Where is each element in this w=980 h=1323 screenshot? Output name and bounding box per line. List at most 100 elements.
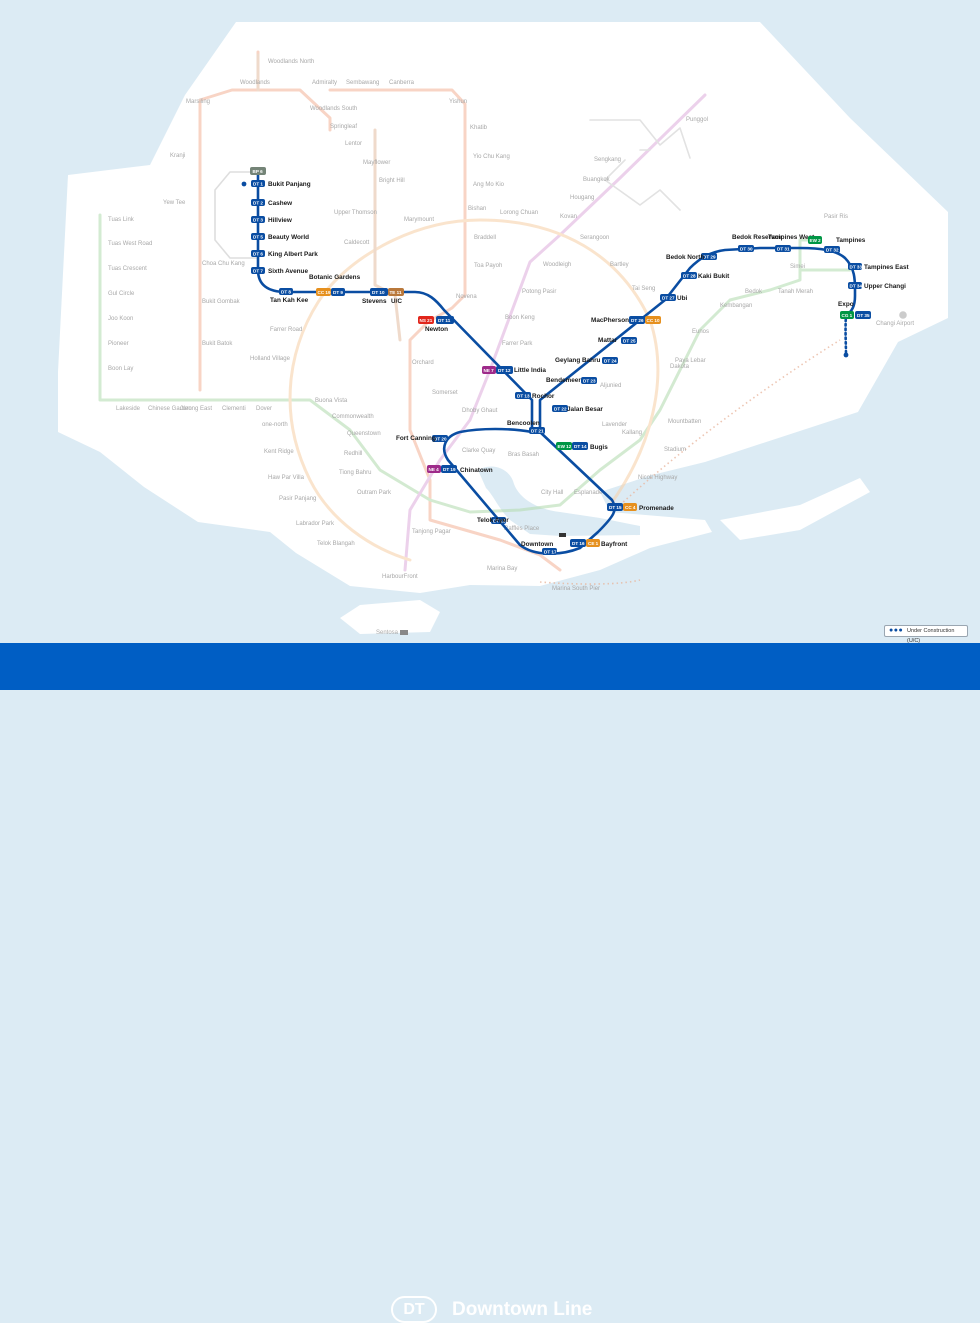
station-dt26[interactable]: DT 26 CC 10 MacPherson bbox=[591, 316, 661, 324]
station-dt24[interactable]: DT 24 Geylang Bahru bbox=[555, 357, 618, 364]
station-dt22-code: DT 22 bbox=[554, 406, 567, 411]
station-dt23[interactable]: DT 23 Bendemeer bbox=[546, 377, 597, 384]
station-dt8-code: DT 8 bbox=[281, 289, 291, 294]
label-marsiling: Marsiling bbox=[186, 99, 210, 105]
label-kovan: Kovan bbox=[560, 214, 577, 220]
station-dt15-code: DT 15 bbox=[609, 505, 622, 510]
label-marymount: Marymount bbox=[404, 217, 434, 223]
station-dt22[interactable]: DT 22 Jalan Besar bbox=[552, 405, 603, 413]
station-dt11-name: Newton bbox=[425, 326, 448, 333]
station-dt1-name: Bukit Panjang bbox=[268, 181, 311, 188]
label-labrador-park: Labrador Park bbox=[296, 521, 335, 527]
label-sentosa: Sentosa bbox=[376, 630, 399, 636]
airport-icon bbox=[899, 311, 907, 319]
label-woodlands: Woodlands bbox=[240, 80, 270, 86]
uc-dots-icon: ●●● bbox=[889, 626, 903, 636]
museum-icon bbox=[559, 533, 566, 537]
label-bishan: Bishan bbox=[468, 206, 486, 212]
station-dt3-name: Hillview bbox=[268, 217, 292, 224]
station-dt34[interactable]: DT 34 Upper Changi bbox=[848, 282, 906, 290]
station-dt33[interactable]: DT 33 Tampines East bbox=[848, 263, 910, 271]
label-nicoll-highway: Nicoll Highway bbox=[638, 475, 677, 481]
station-dt19[interactable]: NE 4 DT 19 Chinatown bbox=[427, 465, 493, 474]
station-dt33-name: Tampines East bbox=[864, 264, 910, 271]
harbour-icon bbox=[400, 630, 408, 635]
station-dt25-code: DT 25 bbox=[623, 338, 636, 343]
label-buangkok: Buangkok bbox=[583, 177, 611, 183]
station-dt6[interactable]: DT 6 King Albert Park bbox=[251, 250, 318, 258]
label-somerset: Somerset bbox=[432, 390, 458, 396]
station-dt30-code: DT 30 bbox=[740, 246, 753, 251]
station-cg1-code: CG 1 bbox=[842, 313, 853, 318]
map-legend: ●●● Under Construction (U/C) bbox=[884, 625, 968, 637]
label-changi-airport: Changi Airport bbox=[876, 321, 914, 327]
station-dt15[interactable]: DT 15 CC 4 Promenade bbox=[607, 503, 674, 512]
station-dt7-code: DT 7 bbox=[253, 268, 263, 273]
label-bright-hill: Bright Hill bbox=[379, 178, 405, 184]
station-dt13-name: Rochor bbox=[532, 393, 555, 400]
station-dt5[interactable]: DT 5 Beauty World bbox=[251, 233, 309, 241]
station-dt27[interactable]: DT 27 Ubi bbox=[660, 294, 688, 302]
label-marina-bay: Marina Bay bbox=[487, 566, 517, 572]
station-dt20[interactable]: DT 20 Fort Canning bbox=[396, 435, 448, 442]
label-commonwealth: Commonwealth bbox=[332, 414, 374, 420]
label-punggol: Punggol bbox=[686, 117, 708, 123]
station-dt7[interactable]: DT 7 Sixth Avenue bbox=[251, 267, 308, 275]
label-canberra: Canberra bbox=[389, 80, 415, 86]
station-dt9-name: Botanic Gardens bbox=[309, 274, 361, 281]
label-bukit-gombak: Bukit Gombak bbox=[202, 299, 241, 305]
station-dt16[interactable]: DT 16 CE 1 Bayfront bbox=[570, 539, 628, 548]
label-tuas-west-road: Tuas West Road bbox=[108, 241, 152, 247]
station-dt14[interactable]: EW 12 DT 14 Bugis bbox=[556, 442, 608, 451]
station-dt24-name: Geylang Bahru bbox=[555, 357, 601, 364]
station-dt24-code: DT 24 bbox=[604, 358, 617, 363]
station-dt1[interactable]: DT 1 Bukit Panjang bbox=[251, 180, 311, 188]
label-braddell: Braddell bbox=[474, 235, 496, 241]
station-dt13[interactable]: DT 13 Rochor bbox=[515, 392, 555, 400]
label-clementi: Clementi bbox=[222, 406, 246, 412]
station-dt3[interactable]: DT 3 Hillview bbox=[251, 216, 292, 224]
label-redhill: Redhill bbox=[344, 451, 362, 457]
label-woodlands-south: Woodlands South bbox=[310, 106, 357, 112]
station-dt18[interactable]: DT 18 Telok Ayer bbox=[477, 517, 509, 524]
label-outram-park: Outram Park bbox=[357, 490, 392, 496]
station-dt20-name: Fort Canning bbox=[396, 435, 436, 442]
station-bp6[interactable]: BP 6 bbox=[250, 167, 266, 175]
label-kallang: Kallang bbox=[622, 430, 642, 436]
label-tuas-link: Tuas Link bbox=[108, 217, 135, 223]
station-dt29[interactable]: DT 29 Bedok North bbox=[666, 253, 717, 261]
label-sembawang: Sembawang bbox=[346, 80, 379, 86]
label-lorong-chuan: Lorong Chuan bbox=[500, 210, 538, 216]
line-name-title: Downtown Line bbox=[452, 1298, 592, 1322]
station-dt12[interactable]: NE 7 DT 12 Little India bbox=[482, 366, 546, 374]
station-te11-code: TE 11 bbox=[390, 290, 402, 295]
station-dt7-name: Sixth Avenue bbox=[268, 268, 308, 275]
station-dt33-code: DT 33 bbox=[850, 264, 863, 269]
station-dt34-name: Upper Changi bbox=[864, 283, 906, 290]
station-dt2-code: DT 2 bbox=[253, 200, 263, 205]
station-dt12-code: DT 12 bbox=[498, 368, 511, 373]
label-serangoon: Serangoon bbox=[580, 235, 609, 241]
label-bartley: Bartley bbox=[610, 262, 629, 268]
station-dt2[interactable]: DT 2 Cashew bbox=[251, 199, 292, 207]
station-dt32-code: DT 32 bbox=[826, 247, 839, 252]
station-dt26-name: MacPherson bbox=[591, 317, 629, 324]
label-eunos: Eunos bbox=[692, 329, 709, 335]
station-dt28-name: Kaki Bukit bbox=[698, 273, 730, 280]
label-orchard: Orchard bbox=[412, 360, 434, 366]
label-tiong-bahru: Tiong Bahru bbox=[339, 470, 371, 476]
station-ne7-code: NE 7 bbox=[484, 368, 495, 373]
station-dt1-code: DT 1 bbox=[253, 181, 263, 186]
station-dt9-code: DT 9 bbox=[333, 290, 343, 295]
label-ang-mo-kio: Ang Mo Kio bbox=[473, 182, 505, 188]
station-dt17-name: Downtown bbox=[521, 541, 553, 548]
station-dt3-code: DT 3 bbox=[253, 217, 263, 222]
station-dt26-code: DT 26 bbox=[631, 318, 644, 323]
label-bukit-batok: Bukit Batok bbox=[202, 341, 233, 347]
station-dt11-code: DT 11 bbox=[438, 318, 451, 323]
label-telok-blangah: Telok Blangah bbox=[317, 541, 355, 547]
station-dt10-code: DT 10 bbox=[372, 290, 385, 295]
station-dt5-code: DT 5 bbox=[253, 234, 263, 239]
label-caldecott: Caldecott bbox=[344, 240, 370, 246]
station-dt28[interactable]: DT 28 Kaki Bukit bbox=[681, 272, 730, 280]
